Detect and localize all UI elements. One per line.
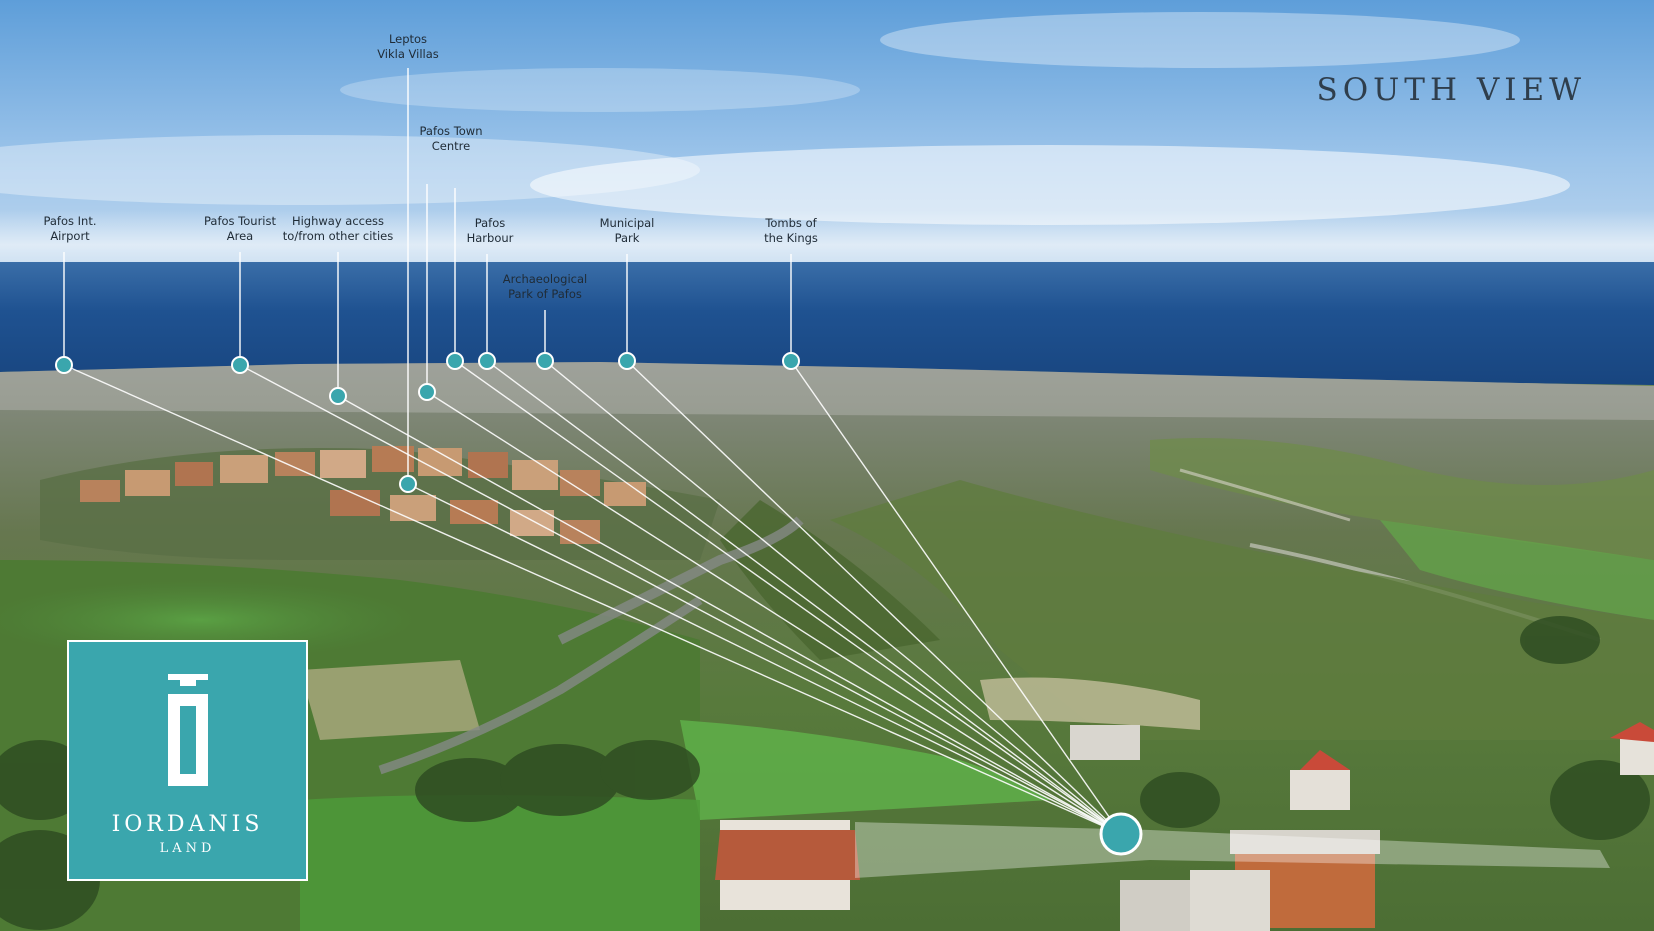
poi-marker-pafos-int-airport[interactable] bbox=[55, 356, 73, 374]
poi-marker-tombs-of-the-kings[interactable] bbox=[782, 352, 800, 370]
poi-label-pafos-int-airport: Pafos Int. Airport bbox=[43, 214, 97, 243]
connector-line-archaeological-park bbox=[544, 360, 1122, 835]
connector-line-leptos-vikla-villas bbox=[407, 483, 1122, 835]
connector-line-highway-access bbox=[337, 395, 1122, 835]
poi-marker-municipal-park[interactable] bbox=[618, 352, 636, 370]
logo-name: IORDANIS bbox=[111, 812, 264, 837]
poi-label-pafos-harbour: Pafos Harbour bbox=[466, 216, 514, 245]
poi-label-leptos-vikla-villas: Leptos Vikla Villas bbox=[377, 32, 439, 61]
iordanis-land-logo: IORDANIS LAND bbox=[67, 640, 308, 881]
connector-line-pafos-int-airport bbox=[63, 364, 1122, 835]
plot-outline bbox=[855, 822, 1610, 878]
connector-line-pafos-tourist-area bbox=[239, 364, 1122, 835]
poi-marker-pafos-town-centre[interactable] bbox=[418, 383, 436, 401]
poi-marker-pafos-tourist-area[interactable] bbox=[231, 356, 249, 374]
logo-subtitle: LAND bbox=[159, 841, 216, 856]
view-title: SOUTH VIEW bbox=[1316, 72, 1586, 108]
poi-markers bbox=[55, 352, 800, 493]
poi-connector-lines bbox=[63, 68, 1122, 835]
poi-label-archaeological-park: Archaeological Park of Pafos bbox=[502, 272, 588, 301]
logo-mark-icon bbox=[168, 674, 208, 786]
connector-line-pafos-town-centre bbox=[426, 391, 1122, 835]
poi-marker-pafos-harbour[interactable] bbox=[478, 352, 496, 370]
poi-label-tombs-of-the-kings: Tombs of the Kings bbox=[764, 216, 818, 245]
poi-label-highway-access: Highway access to/from other cities bbox=[282, 214, 394, 243]
poi-label-pafos-tourist-area: Pafos Tourist Area bbox=[203, 214, 276, 243]
poi-marker-archaeological-park[interactable] bbox=[536, 352, 554, 370]
poi-label-pafos-town-centre: Pafos Town Centre bbox=[419, 124, 483, 153]
connector-line-pafos-harbour-leader bbox=[454, 360, 1122, 835]
foreground-houses bbox=[715, 722, 1654, 931]
connector-line-tombs-of-the-kings bbox=[790, 360, 1122, 835]
foreground-trees bbox=[0, 616, 1650, 930]
poi-marker-pafos-harbour-leader[interactable] bbox=[446, 352, 464, 370]
poi-marker-leptos-vikla-villas[interactable] bbox=[399, 475, 417, 493]
property-location-marker[interactable] bbox=[1099, 812, 1143, 856]
connector-line-municipal-park bbox=[626, 360, 1122, 835]
poi-label-municipal-park: Municipal Park bbox=[599, 216, 655, 245]
poi-marker-highway-access[interactable] bbox=[329, 387, 347, 405]
connector-line-pafos-harbour bbox=[486, 360, 1122, 835]
